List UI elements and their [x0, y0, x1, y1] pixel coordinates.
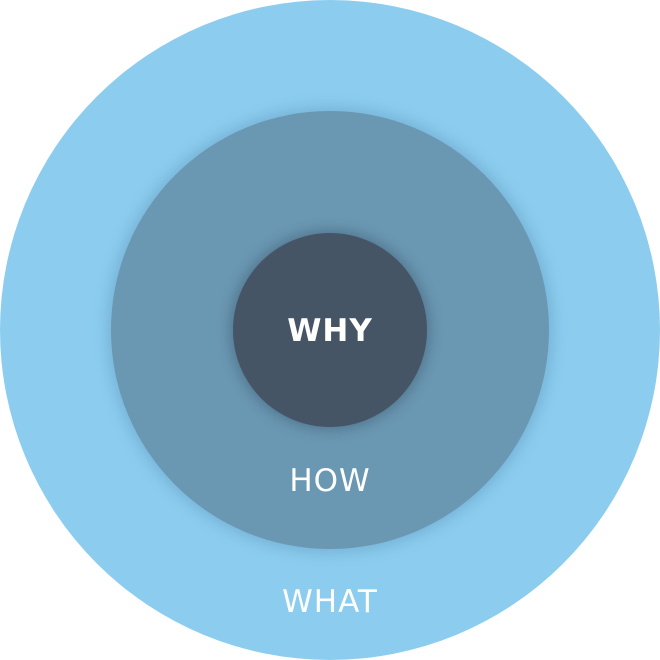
why-label: WHY — [287, 313, 373, 349]
how-label: HOW — [289, 463, 371, 499]
what-label: WHAT — [282, 584, 378, 620]
why-circle — [233, 233, 427, 427]
